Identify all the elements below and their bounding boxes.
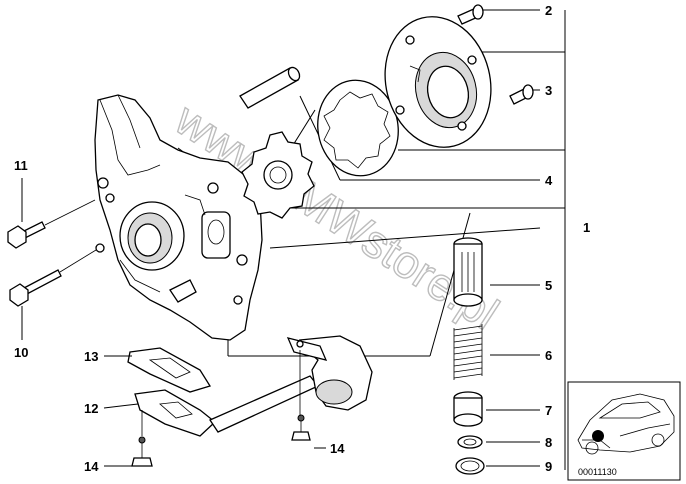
callout-14-right: 14 xyxy=(330,441,345,456)
callout-1: 1 xyxy=(583,220,590,235)
bolt-10 xyxy=(9,249,97,307)
callout-8: 8 xyxy=(545,435,552,450)
screw-14-right xyxy=(291,414,311,441)
pump-cover-plate xyxy=(384,16,492,148)
suction-pipe-12 xyxy=(134,335,373,437)
callout-14-left: 14 xyxy=(84,459,99,474)
spring-6 xyxy=(453,324,483,380)
outer-rotor-ring xyxy=(317,79,399,177)
callout-7: 7 xyxy=(545,403,552,418)
washer-8 xyxy=(457,435,483,449)
callout-9: 9 xyxy=(545,459,552,474)
callout-6: 6 xyxy=(545,348,552,363)
callout-10: 10 xyxy=(14,345,28,360)
location-marker xyxy=(592,430,604,442)
dowel-pin xyxy=(239,66,301,109)
screw-2 xyxy=(457,4,484,25)
inner-rotor-gear xyxy=(241,131,315,219)
car-location-inset: 00011130 xyxy=(567,381,681,481)
screw-3 xyxy=(509,84,534,105)
piston-7 xyxy=(453,391,483,427)
callout-3: 3 xyxy=(545,83,552,98)
leader-12 xyxy=(103,403,139,409)
inset-reference-number: 00011130 xyxy=(578,467,617,477)
oil-pump-housing xyxy=(94,94,263,341)
callout-13: 13 xyxy=(84,349,98,364)
gasket-13 xyxy=(127,347,212,393)
snap-ring-9 xyxy=(455,457,485,475)
callout-4: 4 xyxy=(545,173,553,188)
callout-2: 2 xyxy=(545,3,552,18)
bolt-11 xyxy=(7,199,96,249)
filter-screen-5 xyxy=(453,237,483,307)
callout-5: 5 xyxy=(545,278,552,293)
callout-numbers: 1 2 3 4 5 6 7 8 9 10 11 12 13 14 14 xyxy=(14,3,590,474)
screw-14-left xyxy=(131,436,153,467)
callout-12: 12 xyxy=(84,401,98,416)
callout-11: 11 xyxy=(14,158,28,173)
